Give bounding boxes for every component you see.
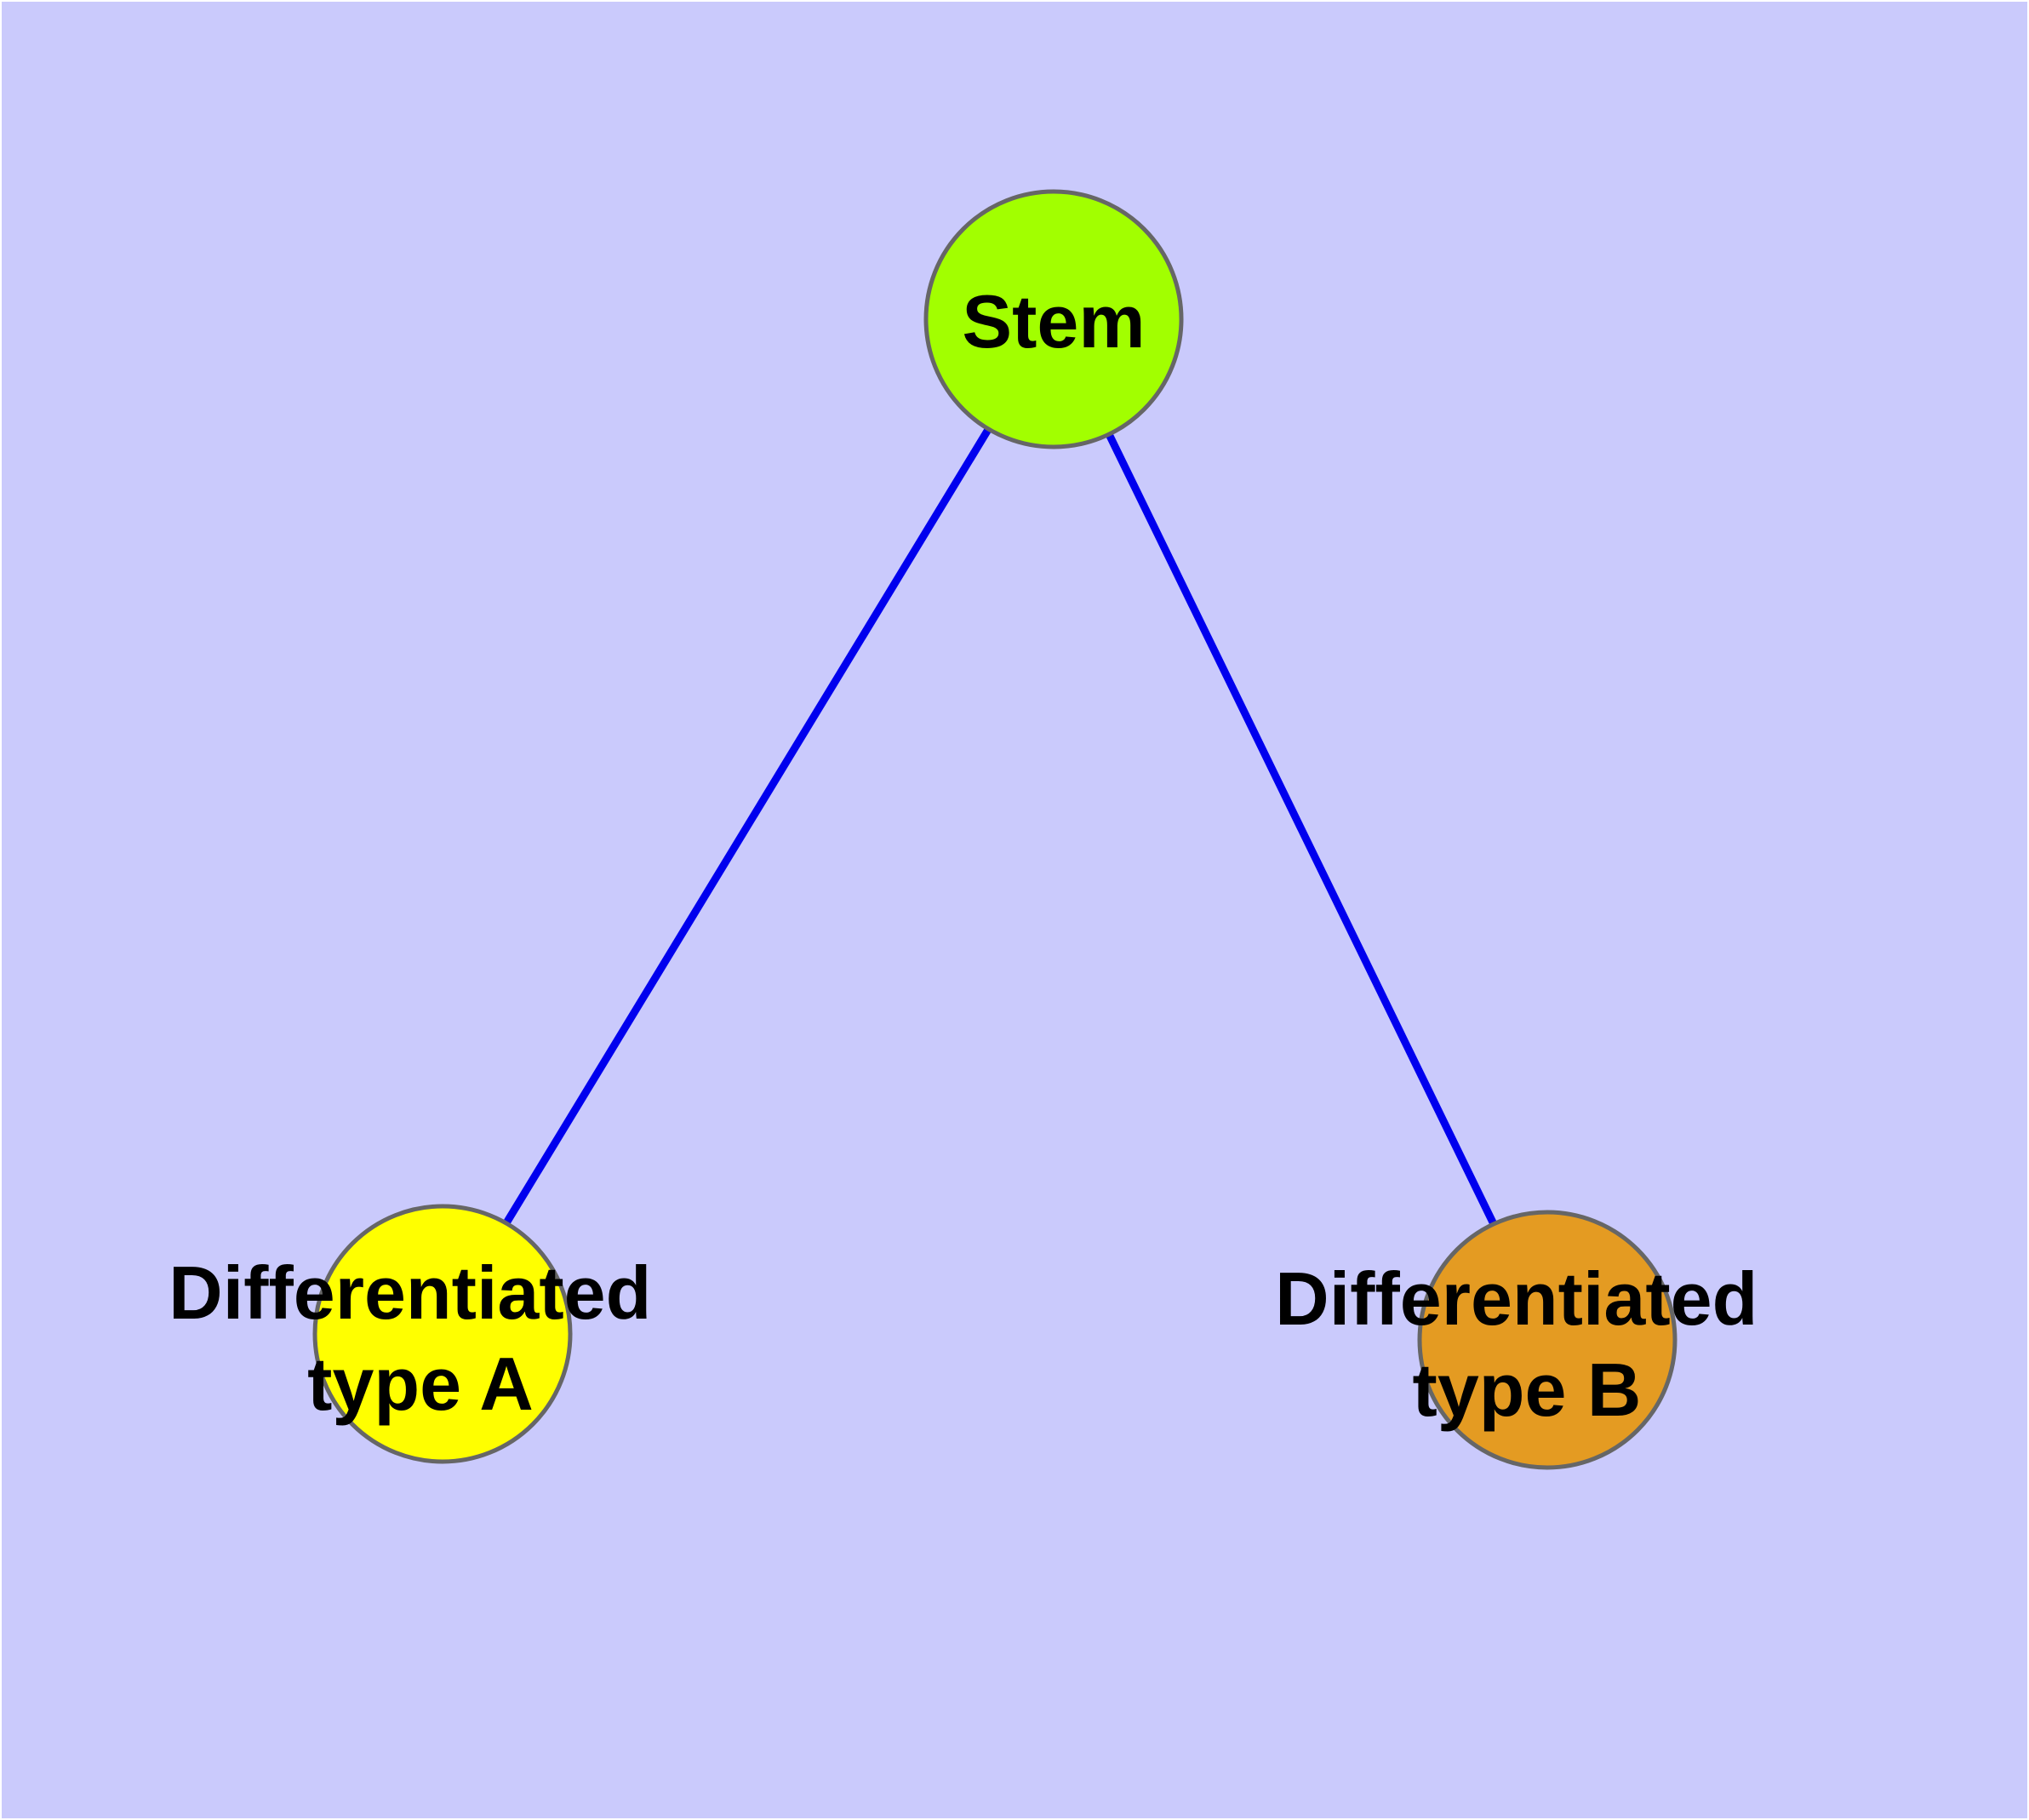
node-type-a-label: Differentiated type A [169,1251,672,1426]
node-type-a-label-line-1: Differentiated [169,1251,651,1335]
node-stem-label: Stem [962,279,1145,363]
edge-stem-to-type-b [1105,432,1498,1226]
node-type-a: Differentiated type A [169,1204,672,1464]
node-type-b-label-line-2: type B [1413,1348,1642,1432]
node-stem: Stem [923,189,1184,449]
edge-stem-to-type-a [504,426,992,1224]
node-stem-label-line-1: Stem [962,279,1145,363]
node-type-a-label-line-2: type A [307,1342,534,1426]
node-type-b: Differentiated type B [1275,1210,1779,1470]
node-stem-circle [923,189,1184,449]
node-type-a-circle [312,1204,573,1464]
node-type-b-label-line-1: Differentiated [1275,1256,1758,1341]
node-type-b-label: Differentiated type B [1275,1256,1779,1432]
node-type-b-circle [1417,1210,1677,1470]
